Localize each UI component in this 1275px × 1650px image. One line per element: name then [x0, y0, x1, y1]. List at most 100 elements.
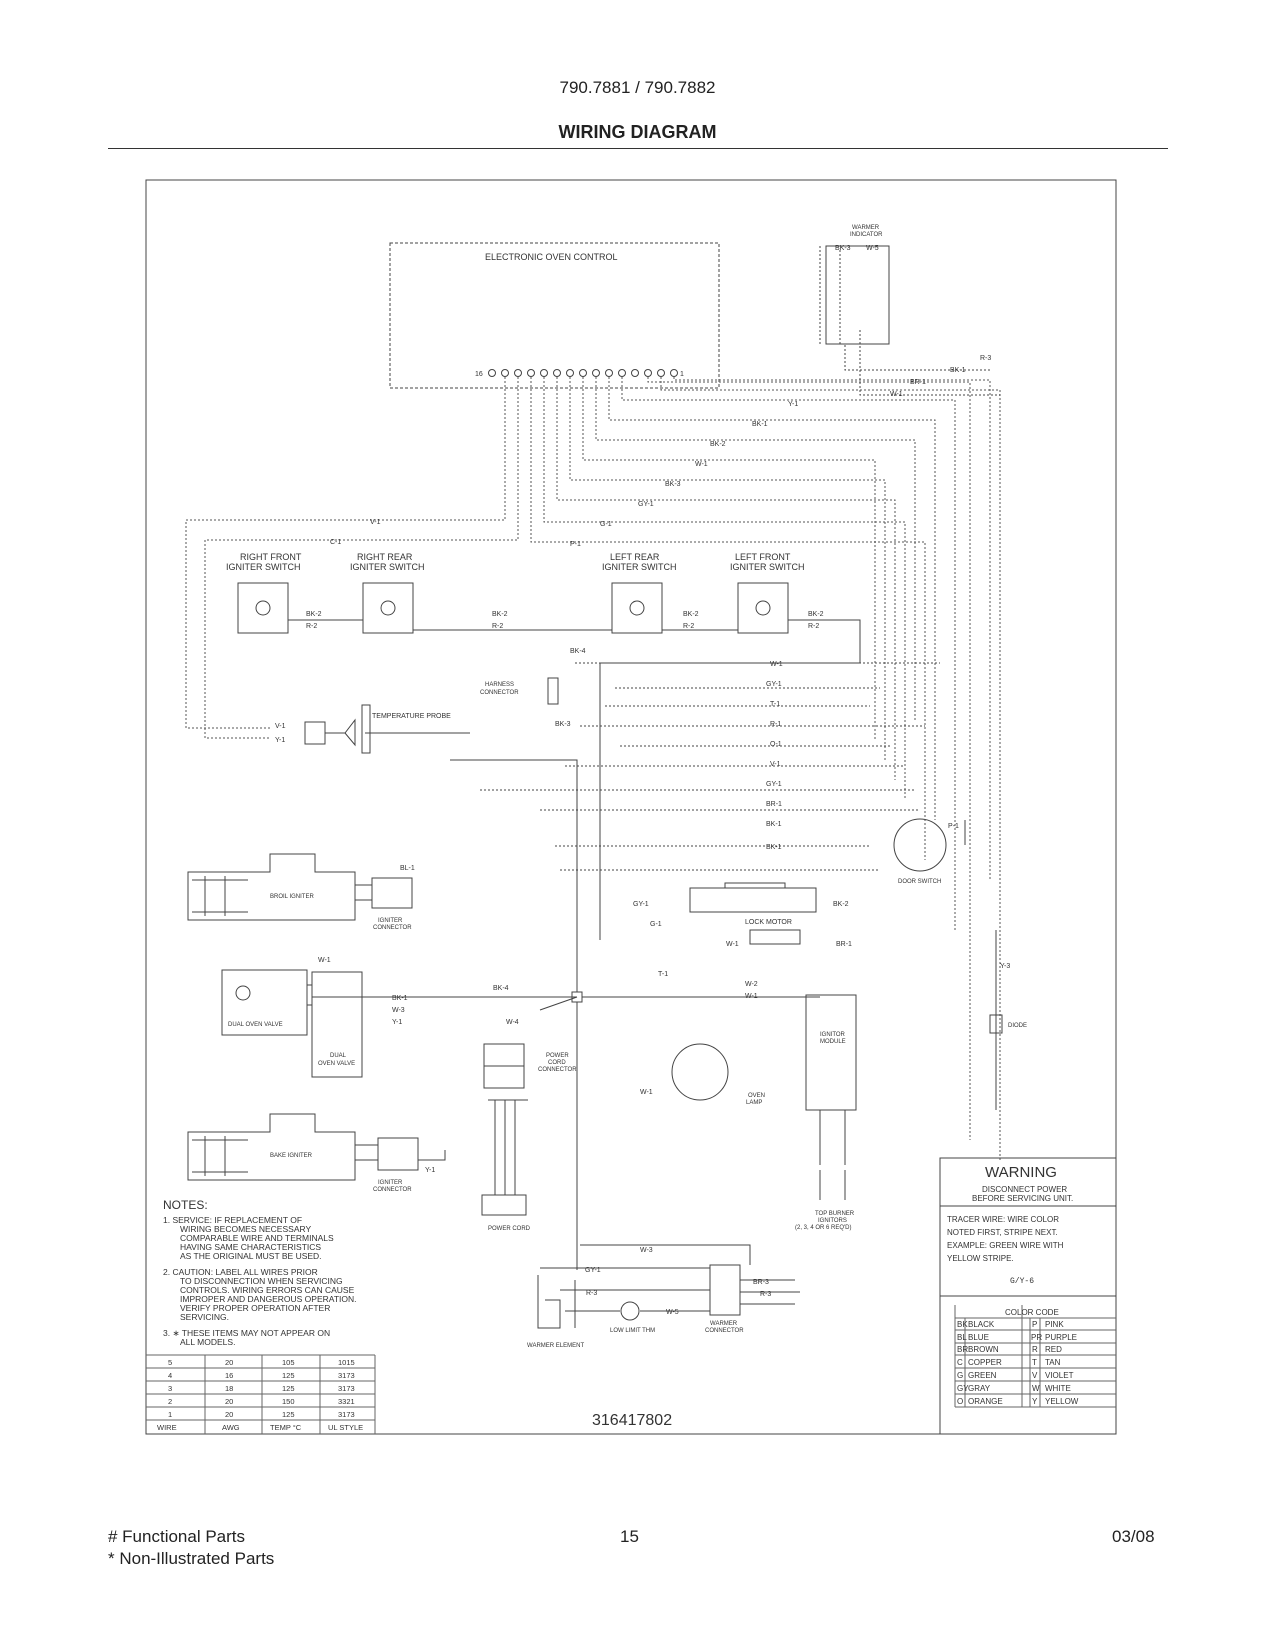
wire-tag-y1-dv: Y-1 [392, 1019, 402, 1026]
svg-text:105: 105 [282, 1358, 295, 1367]
svg-text:20: 20 [225, 1397, 233, 1406]
svg-text:3173: 3173 [338, 1410, 355, 1419]
wire-tag-bk4-h: BK-4 [570, 648, 586, 655]
electronic-oven-control [389, 242, 720, 389]
note3-l1: 3. ∗ THESE ITEMS MAY NOT APPEAR ON [163, 1328, 330, 1338]
rf-switch-label-2: IGNITER SWITCH [226, 562, 301, 572]
dual-valve-label-3: OVEN VALVE [318, 1061, 355, 1067]
warning-line1: DISCONNECT POWER [982, 1185, 1067, 1194]
harness-label: HARNESS [485, 682, 514, 688]
warning-line2: BEFORE SERVICING UNIT. [972, 1194, 1073, 1203]
wire-tag-g1: G-1 [600, 521, 612, 528]
wire-tag-r3-wc: R-3 [586, 1290, 597, 1297]
wire-tag-bk1-m2: BK-1 [766, 844, 782, 851]
broil-conn-label: IGNITER [378, 918, 403, 924]
svg-text:O: O [957, 1397, 963, 1406]
model-number: 790.7881 / 790.7882 [559, 78, 716, 97]
svg-text:Y: Y [1032, 1397, 1038, 1406]
wire-tag-w5-wi: W-5 [866, 245, 879, 252]
wire-tag-r2-lr: R-2 [492, 623, 503, 630]
warning-title: WARNING [985, 1164, 1057, 1181]
svg-text:TAN: TAN [1045, 1358, 1061, 1367]
lr-switch-label-2: IGNITER SWITCH [602, 562, 677, 572]
svg-text:1015: 1015 [338, 1358, 355, 1367]
ignitor-module [805, 994, 857, 1111]
rr-switch-label-2: IGNITER SWITCH [350, 562, 425, 572]
wt-row2: 2 [168, 1397, 172, 1406]
tracer-l2: NOTED FIRST, STRIPE NEXT. [947, 1228, 1058, 1237]
warmer-element-label: WARMER ELEMENT [527, 1343, 584, 1349]
wire-tag-bk2: BK-2 [710, 441, 726, 448]
rf-switch-label: RIGHT FRONT [240, 552, 302, 562]
wire-tag-r2-lf: R-2 [683, 623, 694, 630]
wire-tag-t1-c: T-1 [658, 971, 668, 978]
rr-switch-label: RIGHT REAR [357, 552, 413, 562]
power-cord-conn-label-3: CONNECTOR [538, 1067, 577, 1073]
wire-tag-w3-wc: W-3 [640, 1247, 653, 1254]
diode [989, 1014, 1003, 1034]
wire-tag-bk1-dv: BK-1 [392, 995, 408, 1002]
bake-igniter-label: BAKE IGNITER [270, 1153, 313, 1159]
svg-text:W: W [1032, 1384, 1040, 1393]
wire-tag-bk2-lf: BK-2 [683, 611, 699, 618]
svg-text:G: G [957, 1371, 963, 1380]
wire-tag-bk1: BK-1 [752, 421, 768, 428]
probe-connector [304, 721, 326, 745]
oven-lamp [671, 1043, 729, 1101]
wire-tag-r3-wi: R-3 [980, 355, 991, 362]
wire-tag-bk2-lr: BK-2 [492, 611, 508, 618]
note2-l3: CONTROLS. WIRING ERRORS CAN CAUSE [180, 1285, 355, 1295]
ignitor-module-label: IGNITOR [820, 1032, 846, 1038]
wire-tag-y1-bk: Y-1 [425, 1167, 435, 1174]
left-front-igniter-switch [737, 582, 789, 634]
svg-text:COPPER: COPPER [968, 1358, 1002, 1367]
wire-tag-r2-lf2: R-2 [808, 623, 819, 630]
warmer-connector [709, 1264, 741, 1316]
wire-tag-bk4: BK-4 [493, 985, 509, 992]
wire-tag-w5-wc: W-5 [666, 1309, 679, 1316]
svg-text:GY: GY [957, 1384, 969, 1393]
note3-l2: ALL MODELS. [180, 1337, 235, 1347]
wire-tag-bk3-h: BK-3 [555, 721, 571, 728]
note1-l5: AS THE ORIGINAL MUST BE USED. [180, 1251, 322, 1261]
warmer-conn-label-2: CONNECTOR [705, 1328, 744, 1334]
top-burner-label-2: IGNITORS [818, 1218, 847, 1224]
svg-text:BLUE: BLUE [968, 1333, 989, 1342]
header-rule [108, 148, 1168, 149]
broil-igniter-connector [371, 877, 413, 909]
wt-row5: 5 [168, 1358, 172, 1367]
wire-tag-p1-d: P-1 [948, 823, 959, 830]
low-limit-label: LOW LIMIT THM [610, 1328, 655, 1334]
svg-text:3173: 3173 [338, 1384, 355, 1393]
oven-lamp-label-2: LAMP [746, 1100, 762, 1106]
diode-label: DIODE [1008, 1023, 1027, 1029]
broil-conn-label-2: CONNECTOR [373, 925, 412, 931]
warmer-conn-label: WARMER [710, 1321, 738, 1327]
svg-text:125: 125 [282, 1371, 295, 1380]
wire-tag-r2-rf: R-2 [306, 623, 317, 630]
wire-tag-v1-p: V-1 [275, 723, 286, 730]
revision-date: 03/08 [1112, 1527, 1155, 1546]
wire-tag-r3-wc2: R-3 [760, 1291, 771, 1298]
wire-tag-w1-m: W-1 [770, 661, 783, 668]
wire-tag-bk2-lm: BK-2 [833, 901, 849, 908]
wire-tag-w4: W-4 [506, 1019, 519, 1026]
svg-text:PR: PR [1031, 1333, 1042, 1342]
note2-l4: IMPROPER AND DANGEROUS OPERATION. [180, 1294, 356, 1304]
svg-text:3321: 3321 [338, 1397, 355, 1406]
svg-text:R: R [1032, 1345, 1038, 1354]
svg-text:PURPLE: PURPLE [1045, 1333, 1077, 1342]
wire-tag-v1-m: V-1 [770, 761, 781, 768]
door-switch-label: DOOR SWITCH [898, 879, 941, 885]
note1-l3: COMPARABLE WIRE AND TERMINALS [180, 1233, 334, 1243]
wire-tag-br1-wi: BR-1 [910, 379, 926, 386]
wire-tag-y1: Y-1 [788, 401, 798, 408]
wire-tag-gy1-wc: GY-1 [585, 1267, 601, 1274]
wire-tag-bk2-rf: BK-2 [306, 611, 322, 618]
bake-igniter-body [187, 1113, 356, 1181]
harness-label-2: CONNECTOR [480, 690, 519, 696]
svg-text:YELLOW: YELLOW [1045, 1397, 1079, 1406]
wire-tag-bk3-wi: BK-3 [835, 245, 851, 252]
ignitor-module-label-2: MODULE [820, 1039, 846, 1045]
